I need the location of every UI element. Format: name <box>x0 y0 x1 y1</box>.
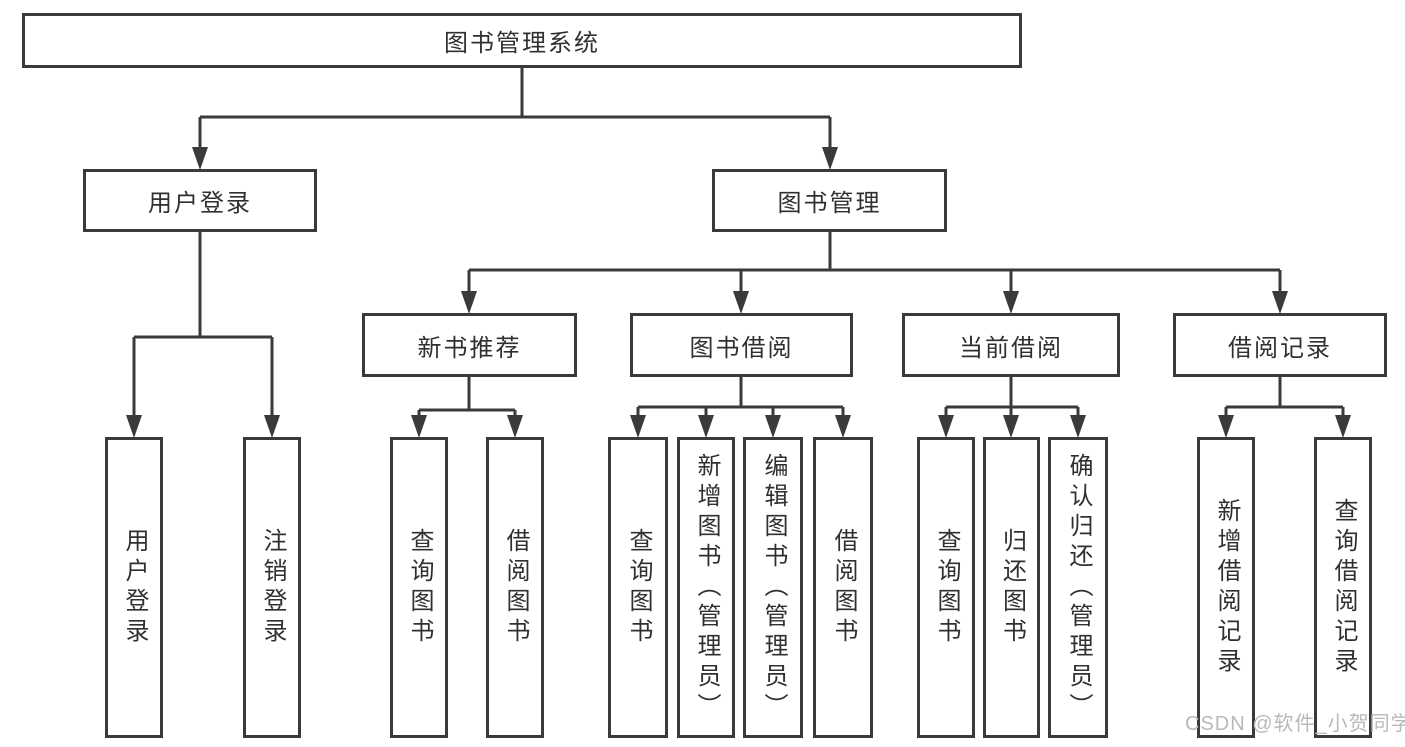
node-current-borrowing-label: 当前借阅 <box>959 334 1063 362</box>
node-borrowing-records-label: 借阅记录 <box>1228 334 1332 362</box>
leaf-query-books-borrow: 查询图书 <box>608 437 668 738</box>
leaf-user-login-label: 用户登录 <box>121 527 148 648</box>
node-book-management-label: 图书管理 <box>777 190 882 217</box>
leaf-add-borrow-record: 新增借阅记录 <box>1197 437 1255 738</box>
node-book-borrowing: 图书借阅 <box>630 313 853 377</box>
node-book-borrowing-label: 图书借阅 <box>689 334 794 362</box>
leaf-query-books-borrow-label: 查询图书 <box>625 527 652 648</box>
node-new-book-recommend-label: 新书推荐 <box>417 334 522 362</box>
leaf-query-books-current-label: 查询图书 <box>933 527 960 648</box>
leaf-user-login: 用户登录 <box>105 437 163 738</box>
leaf-return-books: 归还图书 <box>983 437 1040 738</box>
node-user-login: 用户登录 <box>83 169 317 232</box>
leaf-return-books-label: 归还图书 <box>998 527 1026 648</box>
node-new-book-recommend: 新书推荐 <box>362 313 577 377</box>
leaf-query-borrow-record: 查询借阅记录 <box>1314 437 1372 738</box>
leaf-confirm-return-admin-label: 确认归还（管理员） <box>1065 452 1092 723</box>
leaf-edit-books-admin: 编辑图书（管理员） <box>743 437 803 738</box>
leaf-add-books-admin: 新增图书（管理员） <box>677 437 735 738</box>
node-root-label: 图书管理系统 <box>444 30 600 57</box>
leaf-logout: 注销登录 <box>243 437 301 738</box>
leaf-borrow-books: 借阅图书 <box>813 437 873 738</box>
leaf-borrow-books-recommend: 借阅图书 <box>486 437 544 738</box>
arrowheads <box>126 147 1351 438</box>
node-user-login-label: 用户登录 <box>148 190 252 217</box>
node-book-management: 图书管理 <box>712 169 947 232</box>
leaf-query-books-recommend: 查询图书 <box>390 437 448 738</box>
leaf-query-books-current: 查询图书 <box>917 437 975 738</box>
leaf-add-borrow-record-label: 新增借阅记录 <box>1213 497 1240 678</box>
leaf-borrow-books-label: 借阅图书 <box>830 527 857 648</box>
leaf-confirm-return-admin: 确认归还（管理员） <box>1048 437 1108 738</box>
leaf-borrow-books-recommend-label: 借阅图书 <box>502 527 529 648</box>
node-current-borrowing: 当前借阅 <box>902 313 1120 377</box>
leaf-logout-label: 注销登录 <box>259 527 286 648</box>
node-borrowing-records: 借阅记录 <box>1173 313 1387 377</box>
leaf-add-books-admin-label: 新增图书（管理员） <box>693 452 720 723</box>
leaf-query-borrow-record-label: 查询借阅记录 <box>1330 497 1357 678</box>
watermark: CSDN @软件_小贺同学 <box>1185 713 1405 735</box>
node-root: 图书管理系统 <box>22 13 1022 68</box>
leaf-edit-books-admin-label: 编辑图书（管理员） <box>760 452 787 723</box>
leaf-query-books-recommend-label: 查询图书 <box>406 527 433 648</box>
